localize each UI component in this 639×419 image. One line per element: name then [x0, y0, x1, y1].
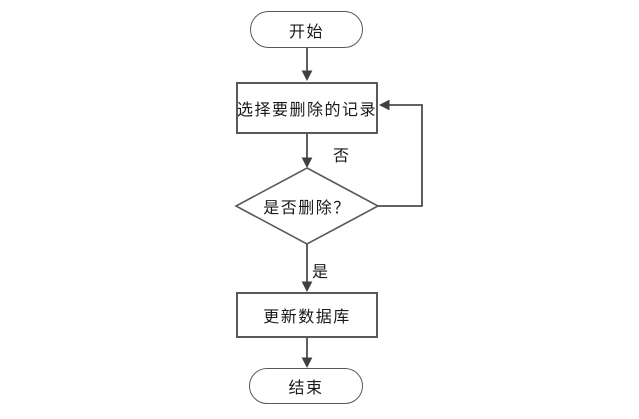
select-record-node-label: 选择要删除的记录 — [237, 102, 378, 119]
edge-label-yes: 是 — [312, 264, 329, 281]
edge-label-no: 否 — [333, 148, 350, 165]
select-record-process-node: 选择要删除的记录 — [236, 82, 378, 134]
arrowhead-select-to-decision — [301, 157, 313, 168]
arrowhead-start-to-select — [301, 70, 313, 81]
arrowhead-decision-loop-to-select — [379, 99, 390, 111]
start-terminator-node: 开始 — [250, 11, 363, 48]
confirm-delete-node-label: 是否删除？ — [263, 200, 351, 217]
end-terminator-node: 结束 — [249, 368, 363, 404]
start-node-label: 开始 — [288, 23, 324, 41]
arrowhead-update-to-end — [301, 357, 313, 368]
update-database-node-label: 更新数据库 — [263, 309, 351, 326]
arrowhead-decision-to-update — [301, 281, 313, 292]
end-node-label: 结束 — [288, 380, 324, 397]
update-database-process-node: 更新数据库 — [236, 292, 378, 338]
confirm-delete-decision-node: 是否删除？ — [236, 168, 378, 244]
arrow-decision-loop-to-select — [378, 104, 423, 207]
